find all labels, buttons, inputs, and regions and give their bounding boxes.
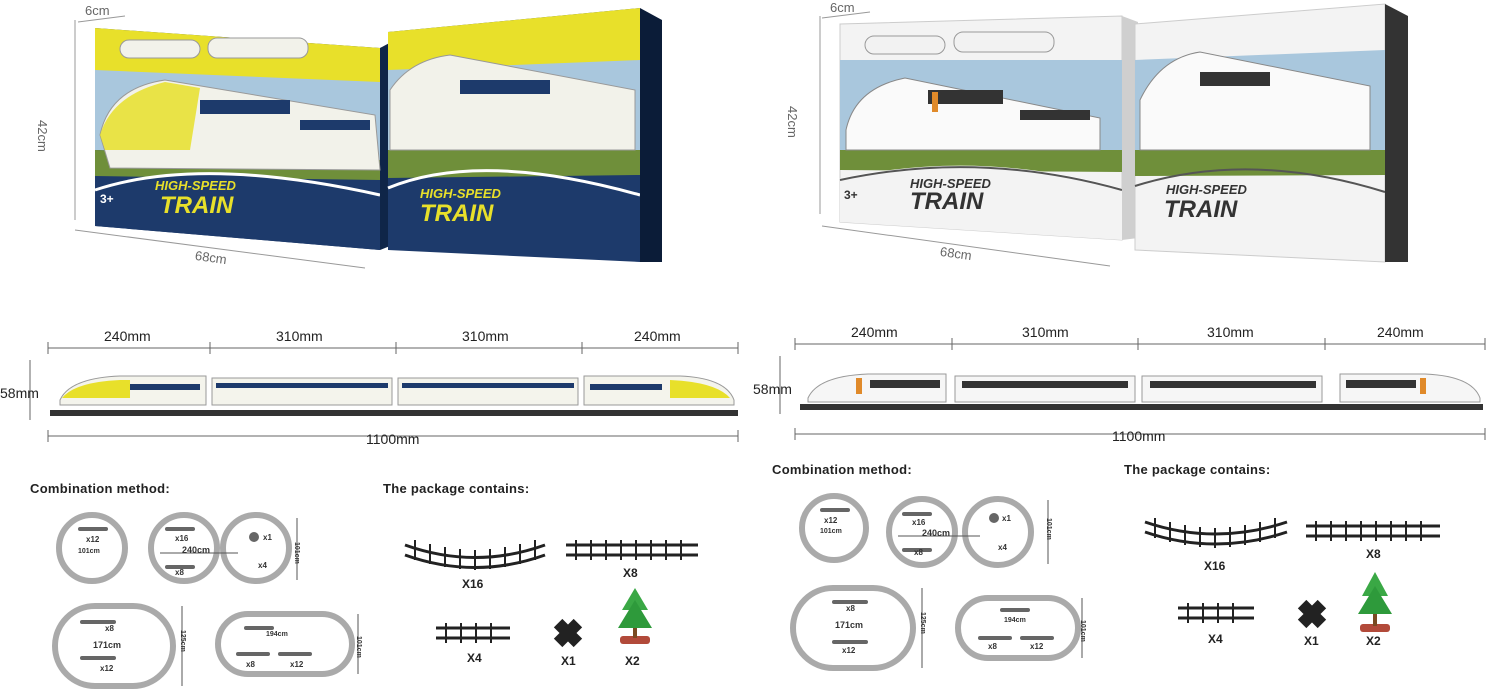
right-layout-oval-b xyxy=(955,595,1081,661)
left-circle-size: 101cm xyxy=(78,548,100,555)
left-layout-circle xyxy=(56,512,128,584)
right-qty-curved: X16 xyxy=(1204,559,1226,573)
right-oval-a-p2: x12 xyxy=(842,646,856,655)
left-layout-eight-a xyxy=(148,512,220,584)
right-back-title-2: TRAIN xyxy=(1164,196,1238,223)
left-layout-oval-b xyxy=(215,611,355,677)
left-box-title-2: TRAIN xyxy=(160,192,234,219)
right-train-car-3 xyxy=(1141,375,1323,403)
right-eight-p4: x4 xyxy=(998,543,1007,552)
right-total-length: 1100mm xyxy=(1112,428,1166,444)
left-qty-short: X4 xyxy=(467,651,482,665)
right-package-title: The package contains: xyxy=(1124,462,1271,477)
left-oval-b-p2: x12 xyxy=(290,660,304,669)
left-car-dim-2: 310mm xyxy=(276,328,323,344)
right-qty-straight: X8 xyxy=(1366,547,1381,561)
right-tree-icon xyxy=(1358,572,1392,632)
left-box-title-1: HIGH-SPEED xyxy=(155,178,236,193)
right-train-car-2 xyxy=(954,375,1136,403)
right-oval-b-p2: x12 xyxy=(1030,642,1044,651)
left-eight-p4: x4 xyxy=(258,561,267,570)
right-circle-size: 101cm xyxy=(820,528,842,535)
right-height-dim: 58mm xyxy=(753,381,792,397)
left-box-depth: 6cm xyxy=(85,3,110,18)
right-box-illustration xyxy=(819,3,1408,267)
right-crossing-icon xyxy=(1297,599,1327,629)
left-train-car-2 xyxy=(211,377,393,406)
left-box-illustration xyxy=(74,8,662,269)
right-oval-a-width: 171cm xyxy=(835,620,864,630)
right-qty-short: X4 xyxy=(1208,632,1223,646)
left-oval-a-p2: x12 xyxy=(100,664,114,673)
right-oval-b-p1: x8 xyxy=(988,642,997,651)
left-tree-icon xyxy=(618,588,652,644)
right-layout-eight-a xyxy=(886,496,958,568)
right-eight-p2: x8 xyxy=(914,548,923,557)
left-back-title-2: TRAIN xyxy=(420,200,494,227)
right-eight-p3: x1 xyxy=(1002,514,1011,523)
left-total-length: 1100mm xyxy=(366,431,420,447)
left-train-car-3 xyxy=(397,377,579,406)
right-layout-circle xyxy=(799,493,869,563)
left-oval-b-p1: x8 xyxy=(246,660,255,669)
left-package-title: The package contains: xyxy=(383,481,530,496)
right-layout-oval-a xyxy=(790,585,916,671)
left-layouts xyxy=(52,512,359,689)
right-car-dim-1: 240mm xyxy=(851,324,898,340)
left-box-age: 3+ xyxy=(100,192,114,206)
left-crossing-icon xyxy=(553,618,583,648)
left-qty-tree: X2 xyxy=(625,654,640,668)
right-eight-width: 240cm xyxy=(922,528,951,538)
right-box-side xyxy=(1122,16,1138,240)
left-eight-p1: x16 xyxy=(175,534,189,543)
right-car-dim-2: 310mm xyxy=(1022,324,1069,340)
right-box-age: 3+ xyxy=(844,188,858,202)
left-car-dim-1: 240mm xyxy=(104,328,151,344)
right-layout-eight-b xyxy=(962,496,1034,568)
right-car-dimension-lines xyxy=(779,338,1486,440)
left-eight-width: 240cm xyxy=(182,545,211,555)
left-oval-a-width: 171cm xyxy=(93,640,122,650)
right-box-depth: 6cm xyxy=(830,0,855,15)
right-back-title-1: HIGH-SPEED xyxy=(1166,182,1247,197)
right-combination-title: Combination method: xyxy=(772,462,913,477)
left-oval-b-width: 194cm xyxy=(266,631,288,638)
left-car-dimension-lines xyxy=(29,342,739,442)
left-qty-curved: X16 xyxy=(462,577,484,591)
right-box-title-1: HIGH-SPEED xyxy=(910,176,991,191)
left-height-dim: 58mm xyxy=(0,385,39,401)
left-layout-oval-a xyxy=(52,603,176,689)
left-oval-a-p1: x8 xyxy=(105,624,114,633)
left-layout-eight-b xyxy=(220,512,292,584)
left-back-title-1: HIGH-SPEED xyxy=(420,186,501,201)
left-eight-p3: x1 xyxy=(263,533,272,542)
left-car-dim-4: 240mm xyxy=(634,328,681,344)
right-oval-b-width: 194cm xyxy=(1004,617,1026,624)
left-circle-pieces: x12 xyxy=(86,535,100,544)
right-circle-pieces: x12 xyxy=(824,516,838,525)
left-combination-title: Combination method: xyxy=(30,481,171,496)
left-box-front-curve xyxy=(95,173,380,250)
right-box-train xyxy=(845,77,1101,151)
right-eight-p1: x16 xyxy=(912,518,926,527)
left-qty-cross: X1 xyxy=(561,654,576,668)
right-qty-cross: X1 xyxy=(1304,634,1319,648)
left-car-dim-3: 310mm xyxy=(462,328,509,344)
left-qty-straight: X8 xyxy=(623,566,638,580)
left-eight-p2: x8 xyxy=(175,568,184,577)
right-oval-a-p1: x8 xyxy=(846,604,855,613)
right-qty-tree: X2 xyxy=(1366,634,1381,648)
right-car-dim-3: 310mm xyxy=(1207,324,1254,340)
right-car-dim-4: 240mm xyxy=(1377,324,1424,340)
left-package-items xyxy=(404,540,698,648)
right-box-title-2: TRAIN xyxy=(910,188,984,215)
